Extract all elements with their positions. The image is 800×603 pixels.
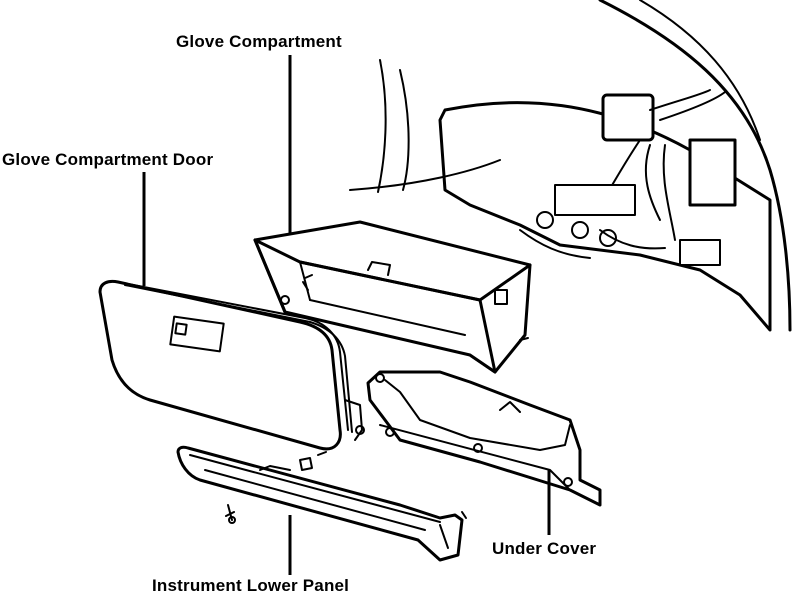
instrument-lower-panel: [176, 445, 467, 562]
label-instrument-lower-panel: Instrument Lower Panel: [152, 576, 350, 595]
glove-compartment-box: [253, 220, 532, 374]
under-cover: [366, 370, 602, 507]
dash-wiring-connectors: [519, 89, 737, 266]
label-under-cover: Under Cover: [492, 539, 597, 558]
label-glove-compartment: Glove Compartment: [176, 32, 342, 51]
label-glove-compartment-door: Glove Compartment Door: [2, 150, 214, 169]
glove-compartment-door: [98, 279, 365, 471]
